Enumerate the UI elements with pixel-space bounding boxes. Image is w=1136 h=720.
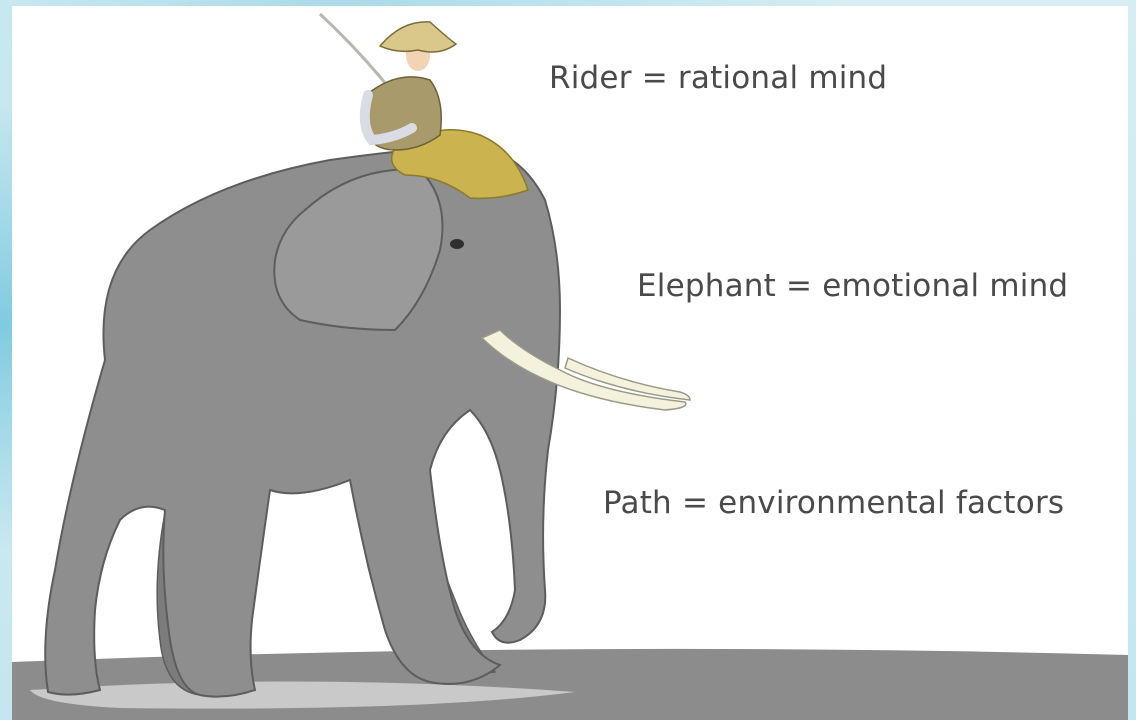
caption-elephant: Elephant = emotional mind xyxy=(637,268,1068,304)
rider-hat xyxy=(380,22,456,52)
elephant-eye xyxy=(450,239,464,249)
rider-figure xyxy=(320,14,456,150)
caption-rider: Rider = rational mind xyxy=(549,60,887,96)
caption-path: Path = environmental factors xyxy=(603,485,1064,521)
